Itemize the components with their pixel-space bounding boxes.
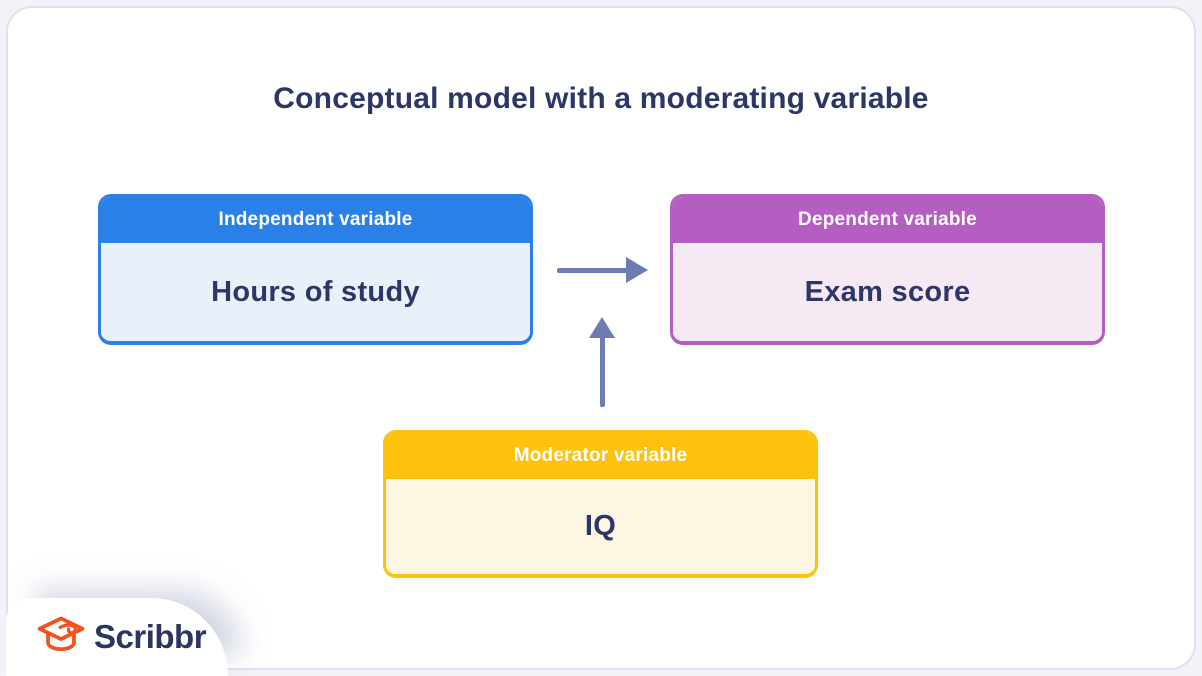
arrow-independent-to-dependent-head	[626, 257, 648, 283]
arrow-independent-to-dependent-shaft	[557, 268, 628, 273]
moderator-variable-value: IQ	[386, 479, 815, 574]
brand-footer-tab: Scribbr	[6, 598, 228, 676]
dependent-variable-value: Exam score	[673, 243, 1102, 341]
brand-logo: Scribbr	[36, 613, 207, 662]
independent-variable-header: Independent variable	[101, 197, 530, 243]
moderator-variable-box: Moderator variable IQ	[383, 430, 818, 578]
graduation-cap-icon	[36, 613, 86, 662]
arrow-moderator-shaft	[600, 336, 605, 407]
dependent-variable-box: Dependent variable Exam score	[670, 194, 1105, 345]
diagram-title: Conceptual model with a moderating varia…	[273, 82, 929, 115]
independent-variable-value: Hours of study	[101, 243, 530, 341]
independent-variable-box: Independent variable Hours of study	[98, 194, 533, 345]
arrow-moderator-head	[589, 317, 615, 338]
dependent-variable-header: Dependent variable	[673, 197, 1102, 243]
moderator-variable-header: Moderator variable	[386, 433, 815, 479]
brand-wordmark: Scribbr	[94, 618, 207, 655]
